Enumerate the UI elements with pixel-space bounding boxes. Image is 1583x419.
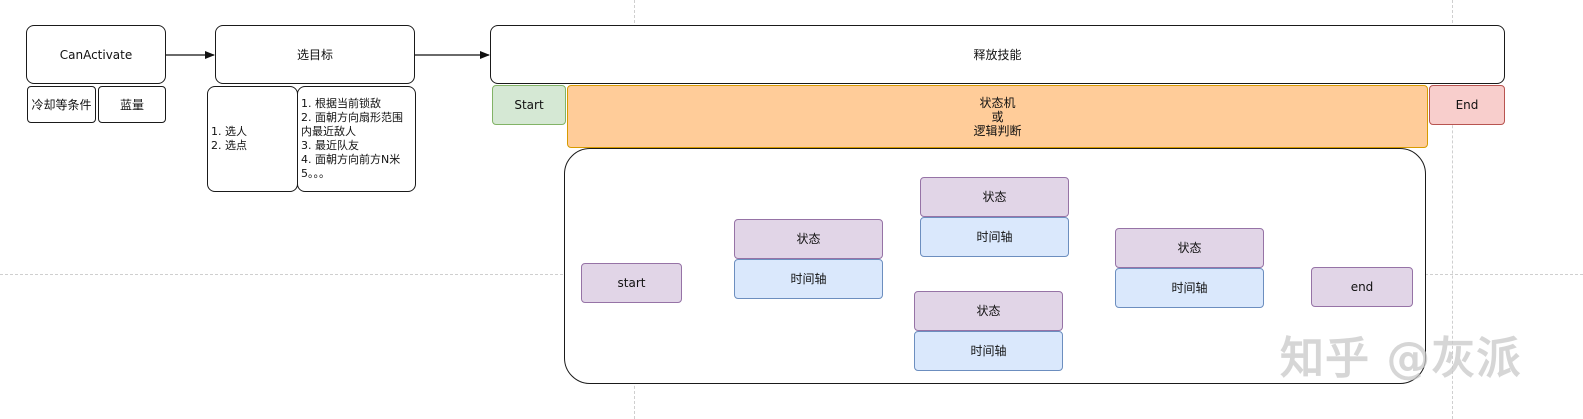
- timeline-label: 时间轴: [970, 344, 1007, 358]
- sm-start-label: start: [617, 276, 646, 290]
- mana-label: 蓝量: [119, 97, 144, 112]
- target-methods-list: 1. 根据当前锁敌 2. 面朝方向扇形范围内最近敌人 3. 最近队友 4. 面朝…: [301, 97, 413, 181]
- skill-end-label: End: [1455, 98, 1479, 112]
- sm-end-label: end: [1350, 280, 1374, 294]
- target-type-item: 2. 选点: [211, 139, 247, 152]
- target-methods-node: 1. 根据当前锁敌 2. 面朝方向扇形范围内最近敌人 3. 最近队友 4. 面朝…: [297, 86, 416, 192]
- target-type-item: 1. 选人: [211, 125, 247, 138]
- release-skill-node: 释放技能: [490, 25, 1505, 84]
- target-method-item: 4. 面朝方向前方N米: [301, 153, 401, 166]
- target-method-item: 1. 根据当前锁敌: [301, 97, 381, 110]
- target-method-item: 2. 面朝方向扇形范围内最近敌人: [301, 111, 403, 138]
- skill-start-node: Start: [492, 85, 566, 125]
- cooldown-label: 冷却等条件: [31, 97, 92, 112]
- target-method-item: 3. 最近队友: [301, 139, 359, 152]
- timeline-node: 时间轴: [734, 259, 883, 299]
- cooldown-condition-node: 冷却等条件: [27, 86, 96, 123]
- mana-condition-node: 蓝量: [98, 86, 166, 123]
- skill-start-label: Start: [514, 98, 544, 112]
- watermark: 知乎 @灰派: [1280, 333, 1522, 384]
- target-method-item: 5。。。: [301, 167, 330, 180]
- state-node: 状态: [1115, 228, 1264, 268]
- timeline-label: 时间轴: [790, 272, 827, 286]
- state-label: 状态: [976, 304, 1001, 318]
- timeline-label: 时间轴: [1171, 281, 1208, 295]
- timeline-label: 时间轴: [976, 230, 1013, 244]
- state-node: 状态: [734, 219, 883, 259]
- can-activate-label: CanActivate: [59, 47, 133, 62]
- logic-line: 或: [991, 109, 1004, 124]
- logic-line: 逻辑判断: [973, 123, 1022, 138]
- select-target-label: 选目标: [296, 47, 333, 62]
- sm-start-node: start: [581, 263, 682, 303]
- state-label: 状态: [982, 190, 1007, 204]
- timeline-node: 时间轴: [920, 217, 1069, 257]
- select-target-node: 选目标: [215, 25, 415, 84]
- can-activate-node: CanActivate: [26, 25, 166, 84]
- state-label: 状态: [1177, 241, 1202, 255]
- timeline-node: 时间轴: [1115, 268, 1264, 308]
- logic-line: 状态机: [979, 95, 1016, 110]
- timeline-node: 时间轴: [914, 331, 1063, 371]
- state-label: 状态: [796, 232, 821, 246]
- release-skill-label: 释放技能: [973, 47, 1022, 62]
- skill-end-node: End: [1429, 85, 1505, 125]
- page-guide-vertical: [1452, 0, 1453, 419]
- sm-end-node: end: [1311, 267, 1413, 307]
- target-types-node: 1. 选人 2. 选点: [207, 86, 298, 192]
- state-node: 状态: [920, 177, 1069, 217]
- state-machine-or-logic-node: 状态机 或 逻辑判断: [567, 85, 1428, 148]
- state-node: 状态: [914, 291, 1063, 331]
- target-types-list: 1. 选人 2. 选点: [211, 125, 247, 153]
